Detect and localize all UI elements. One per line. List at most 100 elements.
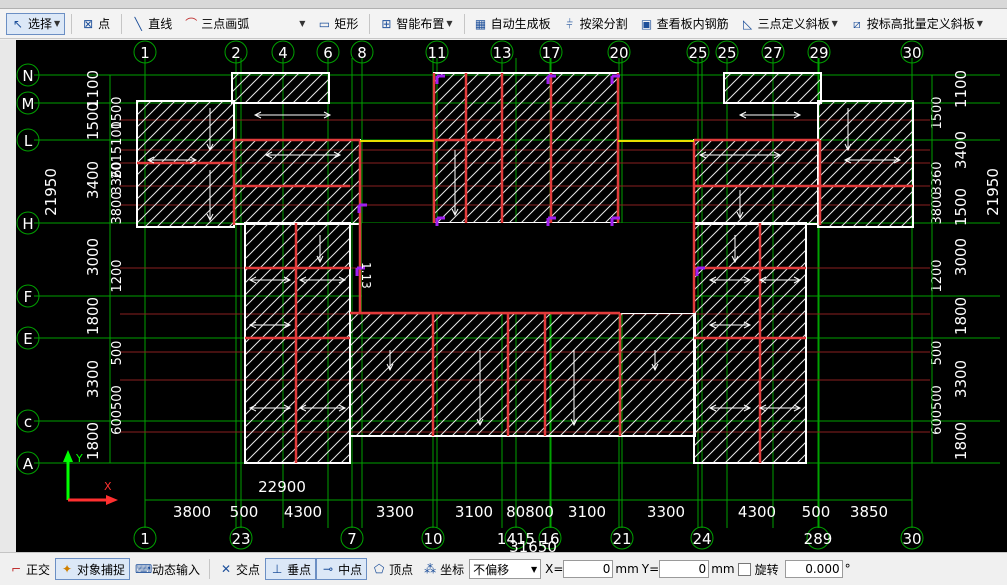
direction-arrow bbox=[570, 418, 578, 427]
rotate-angle-input[interactable] bbox=[784, 560, 843, 578]
dynamic-input-toggle[interactable]: ⌨ 动态输入 bbox=[130, 558, 205, 580]
ortho-toggle[interactable]: ⌐ 正交 bbox=[4, 558, 55, 580]
right-dimension: 1500 bbox=[952, 188, 970, 226]
chevron-down-icon[interactable]: ▼ bbox=[446, 19, 453, 28]
bottom-axis-label: 16 bbox=[540, 530, 559, 548]
chevron-down-icon[interactable]: ▼ bbox=[54, 19, 61, 28]
intersection-snap-toggle[interactable]: ✕ 交点 bbox=[214, 558, 265, 580]
top-axis-bubble bbox=[607, 40, 631, 64]
top-axis-label: 20 bbox=[609, 44, 628, 62]
perpendicular-snap-toggle[interactable]: ⊥ 垂点 bbox=[265, 558, 317, 580]
perpendicular-icon: ⊥ bbox=[271, 562, 283, 576]
view-rebar-icon: ▣ bbox=[640, 16, 653, 31]
left-axis-bubble bbox=[16, 284, 40, 308]
toolbar-separator bbox=[71, 13, 73, 34]
direction-arrow bbox=[451, 208, 459, 217]
slab bbox=[693, 222, 807, 464]
purple-marker bbox=[610, 74, 620, 84]
batch-slope-button[interactable]: ⧄ 按标高批量定义斜板 ▼ bbox=[845, 13, 988, 35]
intersection-icon: ✕ bbox=[221, 562, 232, 576]
right-inner-dimension: 1500 bbox=[930, 96, 945, 129]
line-tool-label: 直线 bbox=[148, 17, 173, 31]
right-inner-dimension: 3360 bbox=[930, 161, 945, 194]
top-axis-label: 1 bbox=[140, 44, 150, 62]
slab bbox=[619, 312, 696, 437]
chevron-down-icon[interactable]: ▼ bbox=[831, 19, 838, 28]
direction-arrow bbox=[316, 255, 324, 264]
three-point-slope-button[interactable]: ◺ 三点定义斜板 ▼ bbox=[736, 13, 843, 35]
left-overall-dim: 21950 bbox=[42, 168, 60, 216]
bottom-axis-label: 21 bbox=[612, 530, 631, 548]
offset-mode-select[interactable]: 不偏移 ▼ bbox=[469, 559, 542, 579]
line-tool-button[interactable]: ╲ 直线 bbox=[126, 13, 177, 35]
coordinate-snap-toggle[interactable]: ⁂ 坐标 bbox=[418, 558, 469, 580]
x-coordinate-input[interactable] bbox=[563, 560, 614, 578]
left-dimension: 3300 bbox=[84, 360, 102, 398]
purple-marker bbox=[435, 74, 445, 84]
left-axis-bubble bbox=[16, 91, 40, 115]
arc-tool-button[interactable]: ⌒ 三点画弧 ▼ bbox=[179, 13, 310, 35]
y-coordinate-label: Y= bbox=[641, 562, 660, 576]
view-rebar-button[interactable]: ▣ 查看板内钢筋 bbox=[635, 13, 734, 35]
direction-arrow bbox=[708, 276, 752, 284]
bottom-dimension: 3850 bbox=[850, 503, 888, 521]
left-axis-bubble bbox=[16, 211, 40, 235]
left-inner-dimension: 500 bbox=[110, 341, 125, 366]
slab bbox=[349, 312, 621, 437]
top-axis-bubble bbox=[761, 40, 785, 64]
chevron-down-icon[interactable]: ▼ bbox=[299, 19, 306, 28]
rotate-checkbox[interactable] bbox=[737, 562, 751, 576]
top-axis-bubble bbox=[316, 40, 340, 64]
select-tool-label: 选择 bbox=[28, 17, 53, 31]
point-tool-button[interactable]: ⊠ 点 bbox=[76, 13, 115, 35]
y-unit-label: mm bbox=[711, 562, 735, 576]
top-axis-bubble bbox=[490, 40, 514, 64]
chevron-down-icon[interactable]: ▼ bbox=[976, 19, 983, 28]
menu-strip bbox=[0, 0, 1007, 9]
direction-arrow bbox=[298, 276, 347, 284]
bottom-axis-label: 23 bbox=[231, 530, 250, 548]
auto-slab-button[interactable]: ▦ 自动生成板 bbox=[469, 13, 556, 35]
vertex-snap-toggle[interactable]: ⬠ 顶点 bbox=[367, 558, 418, 580]
coordinate-icon: ⁂ bbox=[424, 562, 437, 576]
object-snap-toggle[interactable]: ✦ 对象捕捉 bbox=[55, 558, 131, 580]
status-separator bbox=[209, 559, 211, 579]
direction-arrow bbox=[264, 151, 342, 159]
right-dimension: 3300 bbox=[952, 360, 970, 398]
point-box-icon: ⊠ bbox=[83, 16, 94, 31]
right-dimension: 3400 bbox=[952, 131, 970, 169]
bottom-axis-label: 1 bbox=[140, 530, 150, 548]
direction-arrow bbox=[844, 143, 852, 152]
top-axis-bubble bbox=[271, 40, 295, 64]
midpoint-snap-toggle[interactable]: ⊸ 中点 bbox=[316, 558, 368, 580]
bottom-axis-label: 289 bbox=[804, 530, 833, 548]
select-tool-button[interactable]: ↖ 选择 ▼ bbox=[6, 12, 66, 35]
left-axis-bubble bbox=[16, 409, 40, 433]
midpoint-label: 中点 bbox=[338, 562, 363, 577]
bottom-axis-bubble bbox=[421, 526, 445, 550]
beam-lines[interactable] bbox=[137, 73, 913, 463]
right-overall-dim: 21950 bbox=[984, 168, 1002, 216]
top-axis-label: 13 bbox=[492, 44, 511, 62]
slab bbox=[233, 139, 361, 225]
y-coordinate-input[interactable] bbox=[659, 560, 710, 578]
dynamic-input-icon: ⌨ bbox=[135, 562, 153, 576]
left-axis-label: H bbox=[22, 215, 33, 233]
bottom-dimension: 4300 bbox=[738, 503, 776, 521]
ortho-label: 正交 bbox=[26, 562, 51, 577]
rotated-dimension-label: 1.13 bbox=[359, 262, 373, 289]
midpoint-icon: ⊸ bbox=[323, 562, 334, 576]
draw-toolbar: ↖ 选择 ▼ ⊠ 点 ╲ 直线 ⌒ 三点画弧 ▼ ▭ 矩形 ⊞ 智能布置 ▼ ▦… bbox=[0, 9, 1007, 39]
direction-arrow bbox=[146, 156, 198, 164]
split-by-beam-button[interactable]: ⫩ 按梁分割 bbox=[558, 13, 633, 35]
purple-marker bbox=[357, 203, 367, 213]
rectangle-tool-button[interactable]: ▭ 矩形 bbox=[312, 13, 363, 35]
top-axis-label: 25 bbox=[717, 44, 736, 62]
smart-layout-button[interactable]: ⊞ 智能布置 ▼ bbox=[374, 13, 457, 35]
x-unit-label: mm bbox=[615, 562, 639, 576]
top-axis-label: 6 bbox=[323, 44, 333, 62]
